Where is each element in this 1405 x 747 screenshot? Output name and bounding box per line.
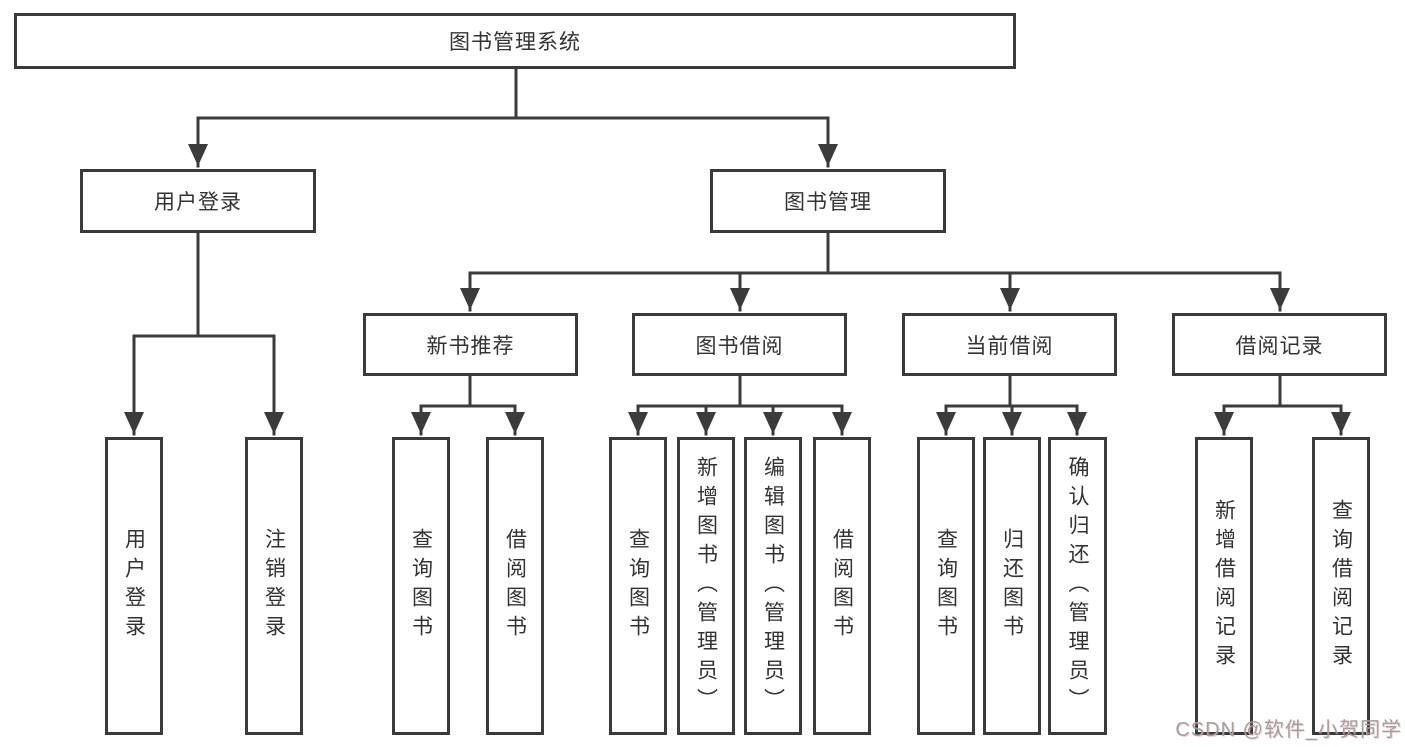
connector-borrowing-to-leaves <box>628 374 852 436</box>
node-label: 查询图书 <box>409 528 433 644</box>
leaf-query-books-3: 查询图书 <box>917 437 975 735</box>
leaf-add-book-admin: 新增图书（管理员） <box>677 437 735 735</box>
connector-bookmgmt-to-level3 <box>460 231 1290 312</box>
leaf-edit-book-admin: 编辑图书（管理员） <box>744 437 802 735</box>
node-label: 编辑图书（管理员） <box>761 455 785 717</box>
node-current-borrowing: 当前借阅 <box>902 313 1117 376</box>
leaf-borrow-books-1: 借阅图书 <box>486 437 544 735</box>
leaf-borrow-books-2: 借阅图书 <box>813 437 871 735</box>
node-label: 新增借阅记录 <box>1212 499 1236 673</box>
node-label: 借阅图书 <box>830 528 854 644</box>
node-label: 注销登录 <box>262 528 286 644</box>
node-label: 借阅记录 <box>1235 334 1324 358</box>
watermark: CSDN @软件_小贺同学 <box>1175 719 1402 741</box>
node-label: 图书借阅 <box>695 334 784 358</box>
leaf-query-books-1: 查询图书 <box>392 437 450 735</box>
node-label: 当前借阅 <box>965 334 1054 358</box>
node-borrowing-records: 借阅记录 <box>1172 313 1387 376</box>
node-label: 借阅图书 <box>503 528 527 644</box>
node-label: 查询图书 <box>934 528 958 644</box>
node-book-borrowing: 图书借阅 <box>632 313 847 376</box>
node-new-book-recommend: 新书推荐 <box>363 313 578 376</box>
connector-records-to-leaves <box>1214 374 1351 436</box>
node-label: 用户登录 <box>122 528 146 644</box>
connector-root-to-level2 <box>188 67 838 168</box>
node-label: 查询借阅记录 <box>1329 499 1353 673</box>
leaf-add-borrow-record: 新增借阅记录 <box>1195 437 1253 735</box>
node-label: 新增图书（管理员） <box>694 455 718 717</box>
node-label: 图书管理 <box>784 191 872 214</box>
node-label: 用户登录 <box>154 191 242 214</box>
leaf-logout: 注销登录 <box>245 437 303 735</box>
node-label: 图书管理系统 <box>449 31 581 54</box>
node-label: 查询图书 <box>626 528 650 644</box>
node-label: 确认归还（管理员） <box>1066 455 1089 717</box>
connector-userlogin-to-leaves <box>124 231 284 436</box>
node-book-management: 图书管理 <box>710 169 946 233</box>
leaf-query-books-2: 查询图书 <box>609 437 667 735</box>
leaf-user-login: 用户登录 <box>105 437 163 735</box>
node-library-system: 图书管理系统 <box>14 13 1016 69</box>
connector-current-to-leaves <box>936 374 1087 436</box>
leaf-query-borrow-record: 查询借阅记录 <box>1312 437 1370 735</box>
connector-newbook-to-leaves <box>411 374 525 436</box>
node-user-login: 用户登录 <box>80 169 316 233</box>
leaf-confirm-return-admin: 确认归还（管理员） <box>1048 437 1107 735</box>
node-label: 新书推荐 <box>426 334 515 358</box>
node-label: 归还图书 <box>1000 528 1024 644</box>
leaf-return-books: 归还图书 <box>983 437 1041 735</box>
